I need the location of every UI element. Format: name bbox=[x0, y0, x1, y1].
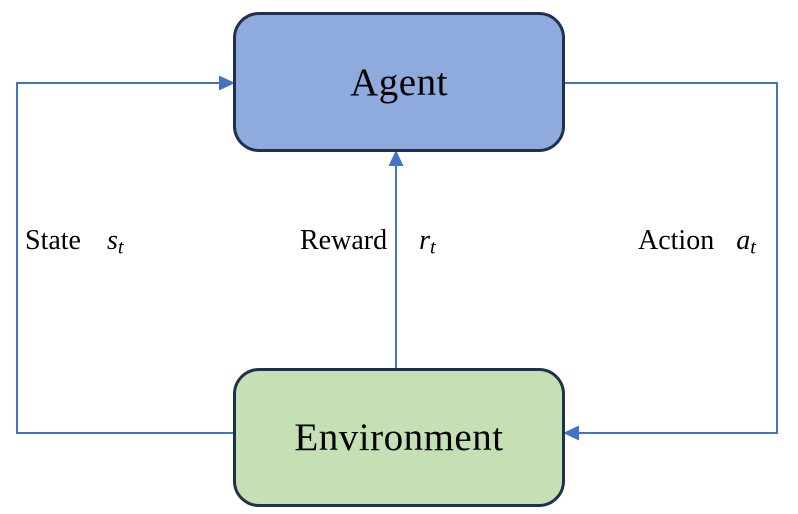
reward-symbol: rt bbox=[419, 225, 436, 259]
action-arrowhead-icon bbox=[563, 425, 579, 441]
environment-node-label: Environment bbox=[294, 416, 504, 459]
agent-node-label: Agent bbox=[350, 60, 448, 104]
action-edge-label: Action at bbox=[638, 224, 756, 258]
reward-arrow bbox=[388, 150, 404, 368]
action-symbol: at bbox=[736, 225, 756, 259]
reward-word: Reward bbox=[300, 225, 388, 256]
state-symbol: st bbox=[107, 225, 124, 259]
action-word: Action bbox=[638, 225, 715, 256]
environment-node: Environment bbox=[233, 368, 565, 507]
state-word: State bbox=[25, 225, 81, 256]
agent-node: Agent bbox=[233, 12, 565, 152]
reward-edge-label: Reward rt bbox=[300, 224, 436, 258]
state-edge-label: State st bbox=[25, 224, 124, 258]
reward-arrowhead-icon bbox=[388, 150, 404, 166]
action-arrow bbox=[563, 82, 778, 441]
